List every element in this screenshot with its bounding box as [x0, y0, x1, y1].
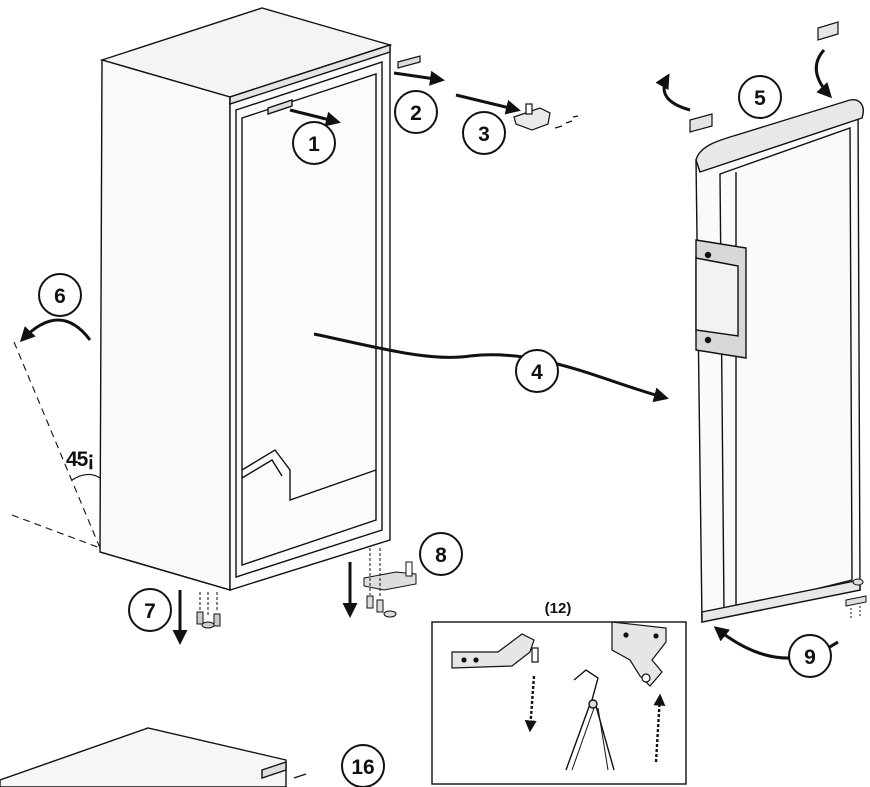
fridge-door	[695, 99, 864, 623]
step-label-12: (12)	[545, 600, 572, 617]
step-badge-3: 3	[462, 111, 506, 155]
svg-text:7: 7	[144, 600, 156, 623]
tilt-guide	[11, 341, 101, 549]
detail-hinge-right	[611, 621, 667, 687]
step-badge-7: 7	[128, 588, 172, 632]
svg-text:4: 4	[531, 361, 543, 384]
svg-text:1: 1	[308, 133, 320, 156]
step-badge-5: 5	[738, 75, 782, 119]
svg-text:9: 9	[804, 646, 816, 669]
svg-text:5: 5	[754, 87, 766, 110]
step-badge-1: 1	[292, 121, 336, 165]
fridge-cabinet	[99, 7, 393, 591]
step-badge-16: 16	[341, 744, 385, 787]
step-badge-6: 6	[38, 273, 82, 317]
pliers-icon	[565, 669, 615, 771]
bottom-hinge-part	[363, 548, 417, 618]
svg-text:8: 8	[435, 544, 447, 567]
step-badge-2: 2	[394, 90, 438, 134]
angle-label: 45¡	[66, 448, 93, 471]
door-bottom-hinge	[845, 578, 867, 620]
fridge-lying-partial	[0, 727, 307, 787]
step-badge-4: 4	[515, 349, 559, 393]
svg-text:6: 6	[54, 285, 66, 308]
bottom-screws-left	[196, 592, 221, 629]
step-badge-9: 9	[788, 634, 832, 678]
top-hinge-part	[513, 103, 579, 131]
step-badge-8: 8	[419, 532, 463, 576]
svg-text:2: 2	[410, 102, 422, 125]
svg-text:16: 16	[351, 756, 374, 779]
svg-text:3: 3	[478, 123, 490, 146]
detail-hinge-left	[451, 633, 539, 669]
